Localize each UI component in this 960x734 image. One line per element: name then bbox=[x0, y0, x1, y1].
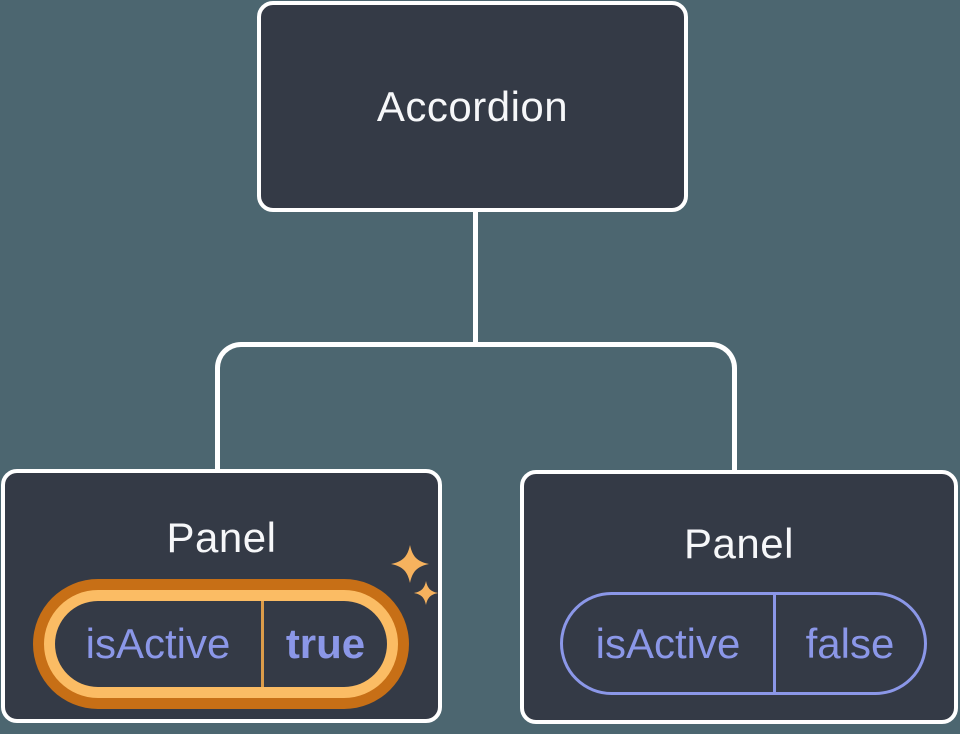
prop-name: isActive bbox=[595, 619, 741, 667]
connector-root-stem bbox=[473, 211, 478, 344]
prop-value: false bbox=[805, 619, 895, 667]
pill-divider bbox=[773, 595, 776, 692]
prop-value: true bbox=[285, 620, 366, 667]
state-pill-inactive: isActive false bbox=[560, 592, 927, 695]
state-pill-active: isActive true bbox=[33, 579, 409, 709]
panel-node-label: Panel bbox=[166, 514, 277, 561]
connector-branch bbox=[215, 342, 737, 470]
panel-node-active: Panel isActive true bbox=[1, 469, 442, 723]
panel-node-inactive: Panel isActive false bbox=[520, 470, 958, 724]
state-pill-active-inner-ring: isActive true bbox=[44, 590, 398, 698]
accordion-node-label: Accordion bbox=[376, 82, 569, 130]
panel-node-label: Panel bbox=[684, 520, 794, 567]
prop-name: isActive bbox=[85, 620, 231, 667]
state-pill-active-core: isActive true bbox=[55, 601, 387, 687]
accordion-node: Accordion bbox=[257, 1, 688, 212]
pill-divider bbox=[261, 601, 264, 687]
sparkles-icon bbox=[391, 545, 438, 605]
